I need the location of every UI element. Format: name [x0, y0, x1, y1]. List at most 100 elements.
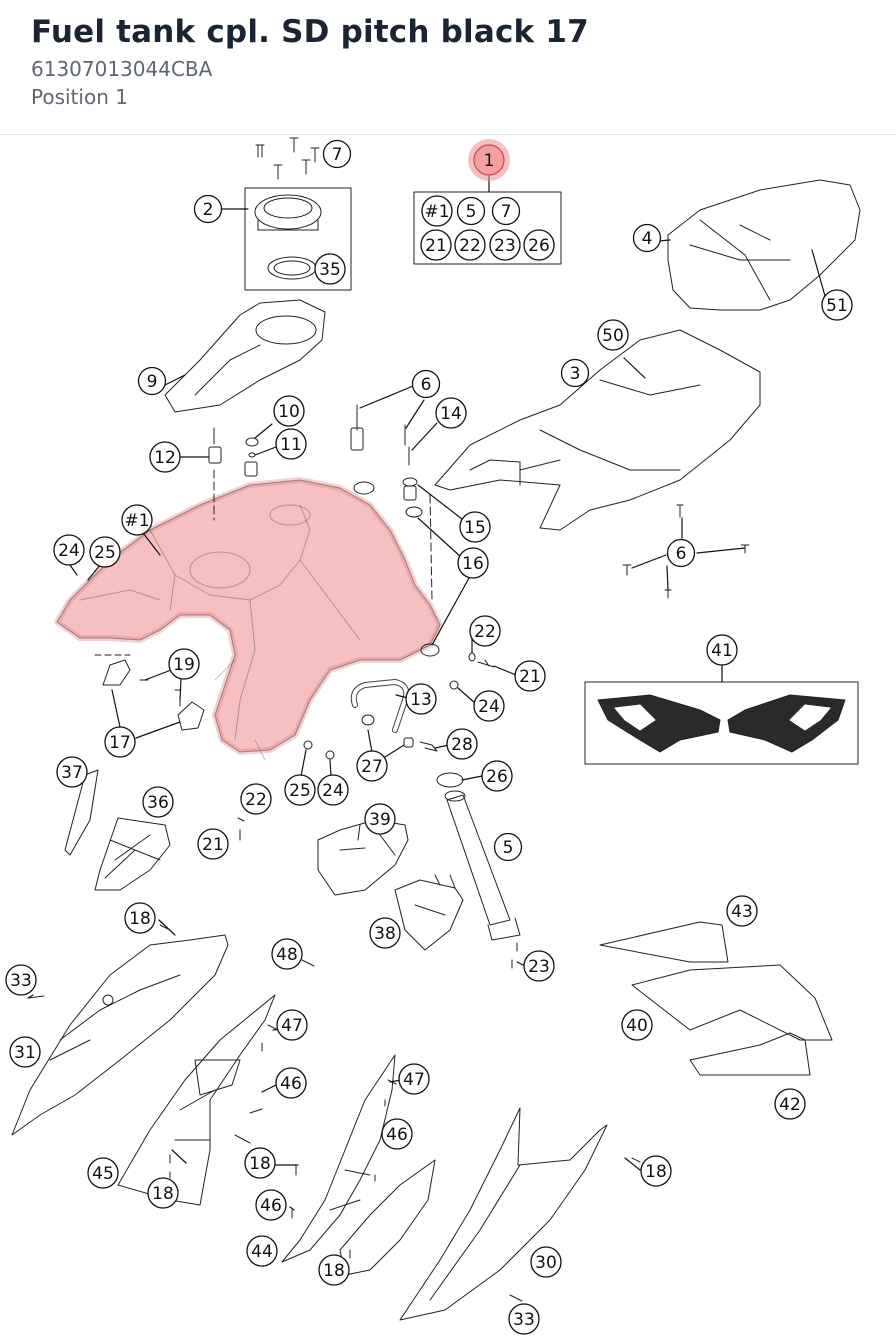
- callout-c27-circle[interactable]: [356, 750, 388, 782]
- callout-c22a[interactable]: 22: [474, 622, 496, 642]
- callout-c23-circle[interactable]: [523, 950, 555, 982]
- callout-c45-circle[interactable]: [87, 1157, 119, 1189]
- callout-c35[interactable]: 35: [319, 260, 341, 280]
- callout-tank-circle[interactable]: [121, 504, 153, 536]
- callout-c18c-circle[interactable]: [640, 1155, 672, 1187]
- callout-c15[interactable]: 15: [464, 518, 486, 538]
- callout-c7-circle[interactable]: [322, 139, 352, 169]
- callout-c3[interactable]: 3: [570, 364, 581, 384]
- fuel-tank-highlighted[interactable]: [54, 477, 443, 761]
- callout-c18c[interactable]: 18: [645, 1162, 667, 1182]
- callout-c6a-circle[interactable]: [411, 369, 441, 399]
- callout-c17[interactable]: 17: [109, 733, 131, 753]
- callout-c18b-circle[interactable]: [244, 1147, 276, 1179]
- kit-item-5[interactable]: 23: [494, 236, 516, 256]
- callout-c22b[interactable]: 22: [245, 790, 267, 810]
- callout-c16-circle[interactable]: [457, 547, 489, 579]
- callout-c18a-circle[interactable]: [124, 902, 156, 934]
- kit-item-0[interactable]: #1: [424, 202, 449, 222]
- callout-c14[interactable]: 14: [440, 404, 462, 424]
- callout-c31-circle[interactable]: [9, 1036, 41, 1068]
- callout-c33a-circle[interactable]: [5, 964, 37, 996]
- callout-c9[interactable]: 9: [147, 372, 158, 392]
- callout-c24a-circle[interactable]: [53, 534, 85, 566]
- callout-c33b-circle[interactable]: [508, 1303, 540, 1335]
- callout-c18d[interactable]: 18: [152, 1184, 174, 1204]
- kit-item-1[interactable]: 5: [466, 202, 477, 222]
- callout-1[interactable]: 1: [484, 151, 495, 171]
- callout-c51-circle[interactable]: [821, 289, 853, 321]
- callout-c22b-circle[interactable]: [240, 783, 272, 815]
- callout-c25b[interactable]: 25: [289, 781, 311, 801]
- callout-c12[interactable]: 12: [154, 448, 176, 468]
- callout-c43-circle[interactable]: [726, 895, 758, 927]
- callout-c4[interactable]: 4: [642, 229, 653, 249]
- callout-c45[interactable]: 45: [92, 1164, 114, 1184]
- callout-c10-circle[interactable]: [273, 395, 305, 427]
- callout-c11-circle[interactable]: [275, 428, 307, 460]
- callout-c47a[interactable]: 47: [281, 1016, 303, 1036]
- callout-c37[interactable]: 37: [61, 763, 83, 783]
- callout-c28[interactable]: 28: [451, 735, 473, 755]
- callout-c36-circle[interactable]: [142, 786, 174, 818]
- callout-c37-circle[interactable]: [56, 756, 88, 788]
- callout-tank[interactable]: #1: [124, 511, 149, 531]
- callout-c42[interactable]: 42: [779, 1095, 801, 1115]
- callout-c30[interactable]: 30: [535, 1253, 557, 1273]
- callout-c36[interactable]: 36: [147, 793, 169, 813]
- callout-c10[interactable]: 10: [278, 402, 300, 422]
- callout-c18b[interactable]: 18: [249, 1154, 271, 1174]
- callout-c17-circle[interactable]: [104, 726, 136, 758]
- callout-c21b-circle[interactable]: [197, 828, 229, 860]
- callout-c21a-circle[interactable]: [514, 660, 546, 692]
- callout-c6b-circle[interactable]: [666, 538, 696, 568]
- callout-c46b-circle[interactable]: [381, 1118, 413, 1150]
- kit-item-2-circle[interactable]: [491, 196, 521, 226]
- callout-c44[interactable]: 44: [251, 1242, 273, 1262]
- callout-c6a[interactable]: 6: [421, 375, 432, 395]
- callout-c38-circle[interactable]: [369, 917, 401, 949]
- callout-c19-circle[interactable]: [168, 648, 200, 680]
- callout-c35-circle[interactable]: [314, 253, 346, 285]
- callout-c41[interactable]: 41: [711, 641, 733, 661]
- callout-c25a-circle[interactable]: [89, 536, 121, 568]
- kit-item-4[interactable]: 22: [459, 236, 481, 256]
- callout-c31[interactable]: 31: [14, 1043, 36, 1063]
- callout-c13[interactable]: 13: [410, 690, 432, 710]
- callout-c24c[interactable]: 24: [322, 781, 344, 801]
- callout-c46b[interactable]: 46: [386, 1125, 408, 1145]
- callout-c2-circle[interactable]: [193, 194, 223, 224]
- callout-c15-circle[interactable]: [459, 511, 491, 543]
- kit-item-6[interactable]: 26: [528, 236, 550, 256]
- callout-c26-circle[interactable]: [481, 760, 513, 792]
- kit-item-6-circle[interactable]: [523, 229, 555, 261]
- callout-c48-circle[interactable]: [271, 938, 303, 970]
- callout-c33b[interactable]: 33: [513, 1310, 535, 1330]
- callout-c21a[interactable]: 21: [519, 667, 541, 687]
- callout-1-circle[interactable]: [473, 144, 505, 176]
- callout-c30-circle[interactable]: [530, 1246, 562, 1278]
- callout-c38[interactable]: 38: [374, 924, 396, 944]
- callout-c18d-circle[interactable]: [147, 1177, 179, 1209]
- callout-c24c-circle[interactable]: [317, 774, 349, 806]
- callout-c18e[interactable]: 18: [323, 1261, 345, 1281]
- callout-c44-circle[interactable]: [246, 1235, 278, 1267]
- callout-c7[interactable]: 7: [332, 145, 343, 165]
- callout-c22a-circle[interactable]: [469, 615, 501, 647]
- callout-c42-circle[interactable]: [774, 1088, 806, 1120]
- kit-item-3-circle[interactable]: [420, 229, 452, 261]
- kit-item-1-circle[interactable]: [456, 196, 486, 226]
- callout-c48[interactable]: 48: [276, 945, 298, 965]
- callout-c21b[interactable]: 21: [202, 835, 224, 855]
- callout-c33a[interactable]: 33: [10, 971, 32, 991]
- callout-c28-circle[interactable]: [446, 728, 478, 760]
- callout-c5[interactable]: 5: [503, 838, 514, 858]
- kit-item-4-circle[interactable]: [454, 229, 486, 261]
- callout-c46a-circle[interactable]: [275, 1067, 307, 1099]
- callout-c13-circle[interactable]: [405, 683, 437, 715]
- callout-c5-circle[interactable]: [493, 832, 523, 862]
- callout-c14-circle[interactable]: [435, 397, 467, 429]
- callout-c27[interactable]: 27: [361, 757, 383, 777]
- callout-c6b[interactable]: 6: [676, 544, 687, 564]
- callout-c39-circle[interactable]: [364, 803, 396, 835]
